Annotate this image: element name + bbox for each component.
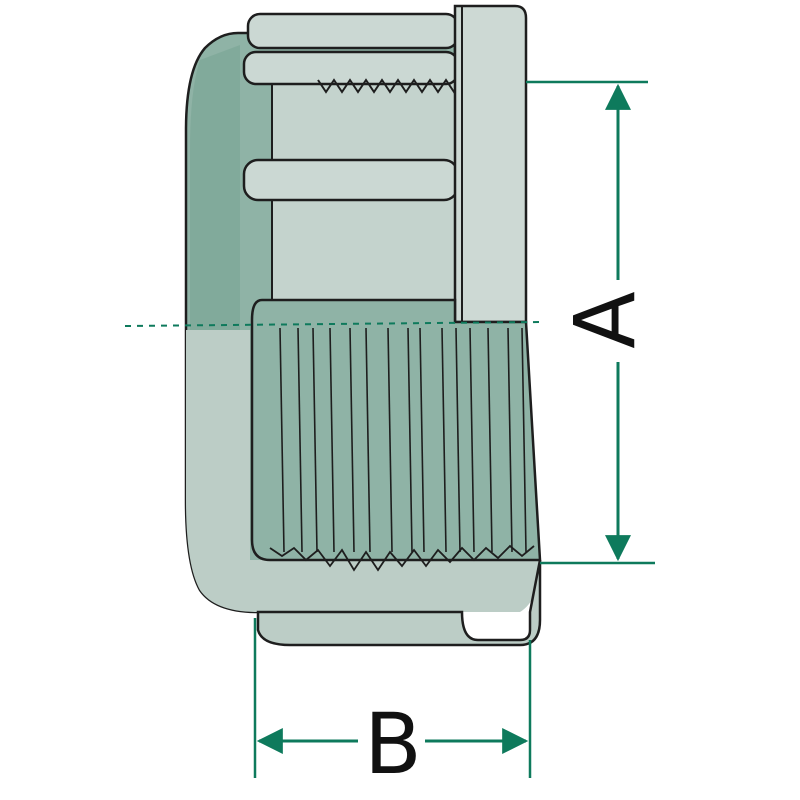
thread-line <box>349 327 355 553</box>
thread-line <box>279 327 285 553</box>
hex-face <box>453 4 528 324</box>
lower-thread-zigzag <box>269 544 535 572</box>
thread-line <box>312 327 318 553</box>
thread-line <box>297 327 303 553</box>
thread-line <box>407 327 413 553</box>
thread-line <box>419 327 425 553</box>
thread-line <box>469 327 475 553</box>
thread-line <box>387 327 393 553</box>
threaded-section <box>250 298 542 572</box>
thread-lines <box>279 327 527 553</box>
dimension-a-label: A <box>556 291 654 348</box>
rib-middle <box>242 158 460 202</box>
thread-line <box>507 327 513 553</box>
inner-recess <box>271 79 456 331</box>
thread-line <box>487 327 493 553</box>
thread-line <box>441 327 447 553</box>
top-ribs <box>242 12 460 202</box>
bottom-flange <box>256 559 542 647</box>
dimension-a: A <box>526 80 655 565</box>
dimension-b-label: B <box>364 695 422 793</box>
threaded-body <box>250 298 542 562</box>
thread-line <box>521 327 527 553</box>
center-axis-line <box>124 321 541 327</box>
thread-line <box>329 327 335 553</box>
lower-skirt <box>186 330 540 612</box>
rib-top-2 <box>242 50 460 86</box>
hex-face-outline <box>453 4 528 324</box>
thread-line <box>365 327 371 553</box>
thread-line <box>455 327 461 553</box>
rib-top-1 <box>246 12 460 50</box>
dimension-b: B <box>253 618 532 793</box>
